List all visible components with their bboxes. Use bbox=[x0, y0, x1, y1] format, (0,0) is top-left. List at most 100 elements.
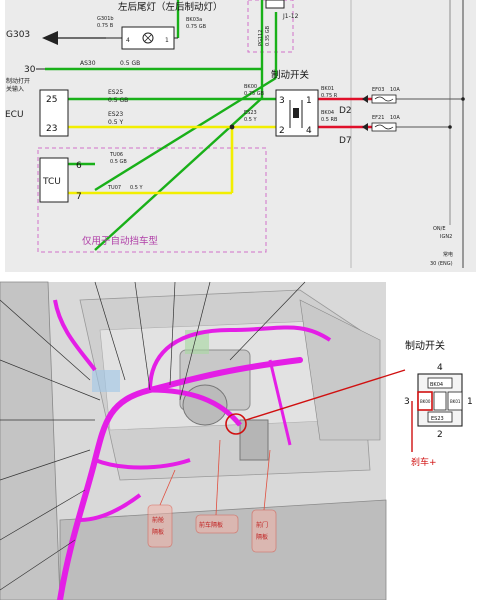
as30-label: AS30 bbox=[80, 60, 96, 67]
bulb-cross-b bbox=[144, 34, 152, 42]
j1-box bbox=[265, 0, 285, 9]
g301b-wire: 0.75 B bbox=[97, 23, 114, 29]
fuse-ef21-element bbox=[374, 124, 394, 130]
es23-wire: 0.5 Y bbox=[108, 119, 123, 126]
on-ign2-line1: ON/E bbox=[433, 226, 446, 232]
conn-pin-3: 3 bbox=[404, 397, 410, 407]
always-power-line2: 30 (ENG) bbox=[430, 261, 453, 267]
bulb-icon bbox=[142, 32, 154, 44]
blue-bracket bbox=[92, 370, 120, 392]
j1-12-label: J1-12 bbox=[282, 13, 299, 20]
label-leader-left bbox=[159, 469, 176, 506]
g301b-label: G301b bbox=[97, 16, 114, 22]
harness-top-branch bbox=[53, 299, 97, 372]
schematic-background bbox=[5, 0, 476, 272]
connector-d2-icon bbox=[362, 95, 368, 103]
es23-label: ES23 bbox=[108, 111, 123, 118]
right-label-box bbox=[251, 509, 277, 553]
engine-bay-photo: 前舱 隔板 前车隔板 前门 隔板 bbox=[0, 281, 406, 603]
label-left-line2: 隔板 bbox=[152, 528, 164, 536]
as30-wire: 0.5 GB bbox=[120, 60, 140, 67]
lamp-pin-4: 4 bbox=[126, 37, 130, 44]
conn-cell-center bbox=[433, 391, 447, 411]
es25-label: ES25 bbox=[108, 89, 123, 96]
lamp-pin-1: 1 bbox=[165, 37, 169, 44]
connector-detail: 制动开关 4 3 1 2 BK04 BK00 BK01 ES23 刹车+ bbox=[404, 339, 473, 468]
tcu-label: TCU bbox=[42, 177, 61, 187]
connector-title: 制动开关 bbox=[405, 339, 445, 352]
label-leader-right bbox=[263, 449, 271, 511]
leader-line-top-2 bbox=[134, 281, 151, 391]
bk03a-label: BK03a bbox=[186, 17, 202, 23]
auto-trans-dashed-box bbox=[37, 147, 267, 253]
label-right-line2: 隔板 bbox=[256, 533, 268, 541]
brake-input-line2: 关输入 bbox=[6, 85, 24, 93]
schematic-panel: G303 左后尾灯（左后制动灯） G301b 0.75 B BK03a 0.75… bbox=[5, 0, 476, 272]
leader-line-top-5 bbox=[229, 281, 306, 361]
fuse-ef03-element bbox=[374, 96, 394, 102]
leader-line-2 bbox=[0, 359, 101, 401]
switch-location-circle bbox=[225, 413, 247, 435]
pg112-label: PG112 bbox=[258, 30, 264, 46]
ecu-label: ECU bbox=[5, 110, 24, 120]
bus-junction-b bbox=[448, 125, 452, 129]
conn-cell-bottom bbox=[427, 411, 453, 423]
d7-label: D7 bbox=[339, 136, 352, 146]
ecu-pin-23: 23 bbox=[46, 124, 57, 134]
sw-pin-1: 1 bbox=[306, 96, 312, 106]
brake-input-line1: 制动打开 bbox=[6, 77, 30, 85]
conn-cell-left-highlight bbox=[417, 391, 433, 411]
pedal-bracket bbox=[239, 419, 269, 461]
rear-lamp-title: 左后尾灯（左后制动灯） bbox=[118, 1, 223, 13]
es25-wire: 0.5 GB bbox=[108, 97, 128, 104]
leader-line-5 bbox=[0, 489, 86, 541]
es23-b-wire: 0.5 Y bbox=[244, 117, 258, 123]
bk03a-wire: 0.75 GB bbox=[186, 24, 207, 30]
conn-pin-2: 2 bbox=[437, 430, 443, 440]
conn-pin-1: 1 bbox=[467, 397, 473, 407]
always-power-line1: 常电 bbox=[443, 251, 453, 258]
harness-branch-switch bbox=[149, 387, 242, 427]
connector-d7-icon bbox=[362, 123, 368, 131]
conn-inner-es23: ES23 bbox=[431, 416, 444, 422]
tcu-box bbox=[39, 157, 69, 203]
harness-upper-branch bbox=[148, 325, 332, 391]
leader-line-6 bbox=[0, 539, 76, 591]
sw-pin-3: 3 bbox=[279, 96, 285, 106]
conn-inner-bk01: BK01 bbox=[450, 399, 461, 404]
green-wire-diagonal-2 bbox=[94, 76, 277, 192]
switch-actuator bbox=[293, 108, 299, 118]
ecu-box bbox=[39, 89, 69, 137]
conn-cell-right bbox=[447, 391, 463, 411]
leader-line-top-3 bbox=[169, 281, 176, 386]
label-left-line1: 前舱 bbox=[152, 516, 164, 524]
d2-label: D2 bbox=[339, 106, 352, 116]
bus-junction-a bbox=[461, 97, 465, 101]
conn-cell-top bbox=[427, 377, 453, 389]
label-right-line1: 前门 bbox=[256, 521, 268, 529]
pg112-wire: 0.35 GB bbox=[265, 25, 271, 46]
bk01-label: BK01 bbox=[321, 86, 334, 92]
sw-pin-2: 2 bbox=[279, 126, 285, 136]
label-leader-mid bbox=[215, 439, 221, 516]
harness-left-branch bbox=[79, 493, 142, 522]
tu06-label: TU06 bbox=[109, 152, 123, 158]
splice-dot bbox=[229, 124, 235, 130]
tu07-label: TU07 bbox=[107, 185, 121, 191]
only-auto-note: 仅用于自动挡车型 bbox=[82, 235, 159, 247]
tcu-pin-6: 6 bbox=[76, 161, 82, 171]
sw-pin-4: 4 bbox=[306, 126, 312, 136]
tu06-wire: 0.5 GB bbox=[110, 159, 127, 165]
g303-label: G303 bbox=[6, 30, 30, 40]
harness-right-drop bbox=[268, 359, 292, 446]
label-mid: 前车隔板 bbox=[199, 521, 223, 529]
pin-30-label: 30 bbox=[24, 65, 36, 75]
brake-plus-label: 刹车+ bbox=[411, 456, 437, 468]
bk00-label: BK00 bbox=[244, 84, 257, 90]
ground-icon bbox=[42, 31, 58, 45]
ecu-pin-25: 25 bbox=[46, 95, 57, 105]
leader-line-4 bbox=[0, 449, 91, 481]
conn-pin-4: 4 bbox=[437, 363, 443, 373]
